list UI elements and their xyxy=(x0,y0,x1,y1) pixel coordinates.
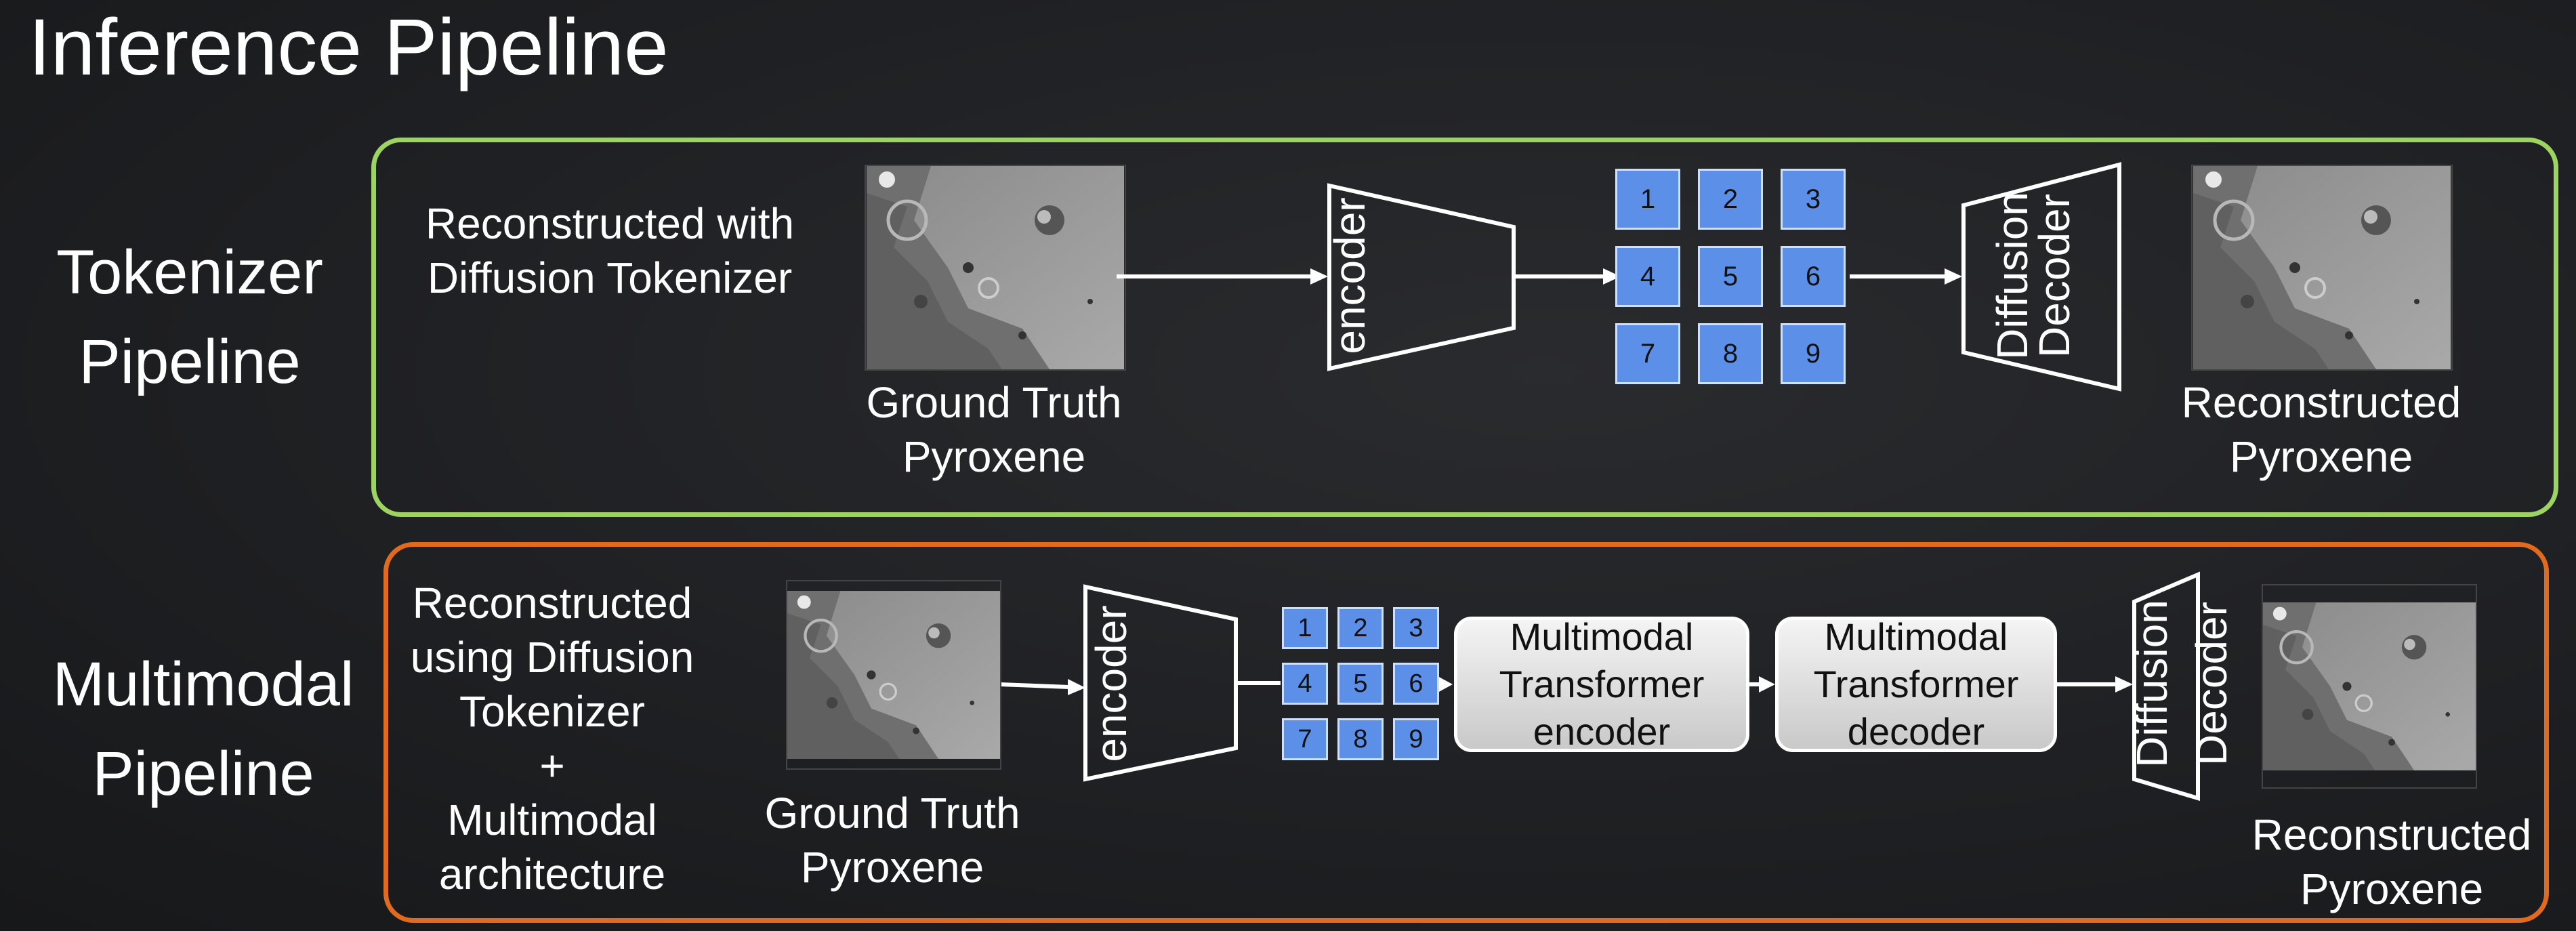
tenc-line2: Transformer xyxy=(1499,663,1705,705)
multimodal-pipeline-panel xyxy=(383,542,2549,923)
mm-desc-line2: using Diffusion xyxy=(410,633,694,682)
out-caption-line2: Pyroxene xyxy=(2229,432,2413,481)
tenc-line1: Multimodal xyxy=(1510,615,1694,658)
arrow-tokens-to-transformer xyxy=(1438,676,1453,692)
token-4: 4 xyxy=(1615,246,1680,307)
tokenizer-pipeline-label: Tokenizer Pipeline xyxy=(20,228,359,407)
token-3: 3 xyxy=(1781,169,1846,230)
mm-token-5: 5 xyxy=(1337,663,1384,705)
mm-reconstructed-image xyxy=(2262,584,2477,789)
tokenizer-encoder-shape xyxy=(1327,183,1516,371)
gt-caption-line1: Ground Truth xyxy=(866,378,1122,427)
tenc-line3: encoder xyxy=(1533,710,1671,753)
arrow-transformer-to-decoder xyxy=(2115,676,2133,692)
mm-out-caption-line2: Pyroxene xyxy=(2300,865,2484,913)
multimodal-pipeline-label: Multimodal Pipeline xyxy=(27,640,379,819)
mm-token-2: 2 xyxy=(1337,607,1384,649)
gt-caption-line2: Pyroxene xyxy=(902,432,1086,481)
tokenizer-decoder-shape xyxy=(1961,162,2121,392)
mm-token-7: 7 xyxy=(1282,718,1328,760)
tokenizer-label-line1: Tokenizer xyxy=(56,238,323,307)
mm-token-9: 9 xyxy=(1393,718,1439,760)
mm-decoder-label-line1: Diffusion xyxy=(2127,600,2176,768)
ground-truth-caption: Ground Truth Pyroxene xyxy=(827,375,1161,484)
token-7: 7 xyxy=(1615,323,1680,384)
page-title: Inference Pipeline xyxy=(28,3,669,92)
tokenizer-desc-line2: Diffusion Tokenizer xyxy=(427,253,793,302)
token-8: 8 xyxy=(1698,323,1763,384)
tokenizer-decoder-label-line2: Decoder xyxy=(2030,194,2079,358)
mm-desc-line6: architecture xyxy=(438,850,666,898)
ground-truth-image xyxy=(865,165,1126,371)
mm-token-6: 6 xyxy=(1393,663,1439,705)
tokenizer-label-line2: Pipeline xyxy=(79,327,301,396)
reconstructed-image xyxy=(2191,165,2453,371)
mm-token-3: 3 xyxy=(1393,607,1439,649)
token-9: 9 xyxy=(1781,323,1846,384)
mm-ground-truth-image xyxy=(786,580,1001,770)
mm-reconstructed-caption: Reconstructed Pyroxene xyxy=(2236,808,2548,916)
mm-gt-caption-line1: Ground Truth xyxy=(764,789,1020,837)
mm-token-4: 4 xyxy=(1282,663,1328,705)
mm-out-caption-line1: Reconstructed xyxy=(2251,810,2532,859)
mm-desc-line1: Reconstructed xyxy=(412,579,692,627)
token-2: 2 xyxy=(1698,169,1763,230)
mm-token-grid: 1 2 3 4 5 6 7 8 9 xyxy=(1282,607,1440,762)
out-caption-line1: Reconstructed xyxy=(2181,378,2461,427)
mm-desc-line3: Tokenizer xyxy=(459,687,645,736)
tokenizer-pipeline-panel xyxy=(371,138,2558,517)
mm-token-8: 8 xyxy=(1337,718,1384,760)
mm-desc-line4: + xyxy=(539,741,565,790)
tokenizer-token-grid: 1 2 3 4 5 6 7 8 9 xyxy=(1615,169,1848,388)
transformer-encoder-block: Multimodal Transformer encoder xyxy=(1454,615,1749,753)
multimodal-label-line2: Pipeline xyxy=(92,739,314,808)
mm-desc-line5: Multimodal xyxy=(447,795,657,844)
tokenizer-encoder-label: encoder xyxy=(1325,197,1374,354)
arrow-mm-gt-to-encoder xyxy=(999,682,1070,689)
mm-token-1: 1 xyxy=(1282,607,1328,649)
tokenizer-decoder-label-line1: Diffusion xyxy=(1988,192,2037,360)
tokenizer-desc-line1: Reconstructed with xyxy=(425,199,795,248)
multimodal-encoder-shape xyxy=(1083,584,1238,782)
tokenizer-description: Reconstructed with Diffusion Tokenizer xyxy=(400,196,820,305)
multimodal-description: Reconstructed using Diffusion Tokenizer … xyxy=(386,576,718,901)
reconstructed-caption: Reconstructed Pyroxene xyxy=(2165,375,2477,484)
mm-decoder-label-line2: Decoder xyxy=(2187,602,2236,766)
mm-gt-caption-line2: Pyroxene xyxy=(800,843,984,892)
tdec-line1: Multimodal xyxy=(1824,615,2008,658)
transformer-decoder-block: Multimodal Transformer decoder xyxy=(1775,615,2057,753)
multimodal-label-line1: Multimodal xyxy=(52,650,354,719)
arrow-enc-to-dec-transformer xyxy=(1759,676,1775,692)
multimodal-decoder-shape xyxy=(2132,571,2200,802)
tdec-line2: Transformer xyxy=(1813,663,2019,705)
mm-ground-truth-caption: Ground Truth Pyroxene xyxy=(732,786,1053,894)
mm-encoder-label: encoder xyxy=(1087,605,1136,762)
token-6: 6 xyxy=(1781,246,1846,307)
tdec-line3: decoder xyxy=(1847,710,1985,753)
token-1: 1 xyxy=(1615,169,1680,230)
token-5: 5 xyxy=(1698,246,1763,307)
